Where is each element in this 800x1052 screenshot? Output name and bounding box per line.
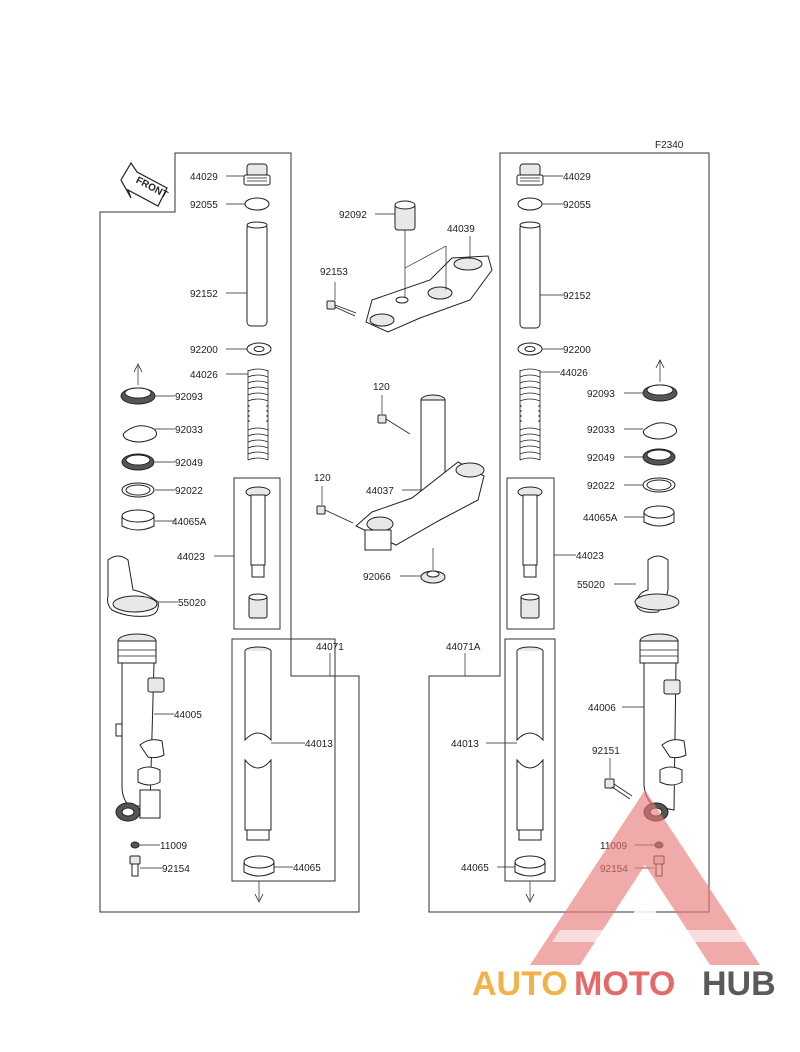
label-r-92055: 92055 xyxy=(563,200,591,211)
right-collar-92152 xyxy=(519,221,541,329)
left-inner-tube-44013 xyxy=(244,646,272,841)
label-l-92152: 92152 xyxy=(190,289,218,300)
left-box-44023 xyxy=(233,477,281,630)
left-spring-44026 xyxy=(247,368,269,461)
label-l-44071: 44071 xyxy=(316,642,344,653)
left-box-44071 xyxy=(231,638,336,882)
right-oil-seal-92049 xyxy=(642,448,676,466)
label-l-44029: 44029 xyxy=(190,172,218,183)
right-inner-tube-44013 xyxy=(516,646,544,841)
right-fork-frame xyxy=(428,152,710,913)
bolt-92153 xyxy=(326,300,357,317)
right-circlip-92033 xyxy=(642,422,678,440)
label-r-44065: 44065 xyxy=(461,863,489,874)
bolt-120-lower xyxy=(316,505,354,524)
left-bushing-44065A xyxy=(121,509,155,531)
label-c-44039: 44039 xyxy=(447,224,475,235)
left-oil-seal-92049 xyxy=(121,453,155,471)
label-l-55020: 55020 xyxy=(178,598,206,609)
label-r-92200: 92200 xyxy=(563,345,591,356)
left-oring-92055 xyxy=(244,197,270,211)
diagram-code: F2340 xyxy=(655,140,684,151)
label-c-120b: 120 xyxy=(314,473,331,484)
label-c-92066: 92066 xyxy=(363,572,391,583)
left-cap-bolt-44029 xyxy=(243,163,271,186)
label-l-44013: 44013 xyxy=(305,739,333,750)
watermark-text: AUTO MOTO HUB xyxy=(472,965,776,1003)
label-l-44065: 44065 xyxy=(293,863,321,874)
left-gasket-11009 xyxy=(130,841,140,849)
label-r-92152: 92152 xyxy=(563,291,591,302)
label-l-44065A: 44065A xyxy=(172,517,207,528)
label-c-92153: 92153 xyxy=(320,267,348,278)
collar-92092 xyxy=(394,200,416,231)
right-bushing-44065 xyxy=(514,855,546,877)
label-l-44026: 44026 xyxy=(190,370,218,381)
label-r-44013: 44013 xyxy=(451,739,479,750)
label-r-44006: 44006 xyxy=(588,703,616,714)
right-bushing-44065A xyxy=(643,505,675,527)
label-l-92049: 92049 xyxy=(175,458,203,469)
upper-bracket-44039 xyxy=(365,255,493,333)
label-r-92093: 92093 xyxy=(587,389,615,400)
label-l-92022: 92022 xyxy=(175,486,203,497)
right-box-44023 xyxy=(506,477,555,630)
label-l-44005: 44005 xyxy=(174,710,202,721)
label-r-92033: 92033 xyxy=(587,425,615,436)
watermark-logo xyxy=(530,790,760,965)
front-arrow-icon: FRONT xyxy=(120,161,169,207)
left-collar-92152 xyxy=(246,221,268,327)
left-bolt-92154 xyxy=(129,855,141,877)
label-l-11009: 11009 xyxy=(160,841,188,852)
label-r-44071A: 44071A xyxy=(446,642,481,653)
label-r-44023: 44023 xyxy=(576,551,604,562)
left-protector-55020 xyxy=(107,555,159,617)
left-seal-92093 xyxy=(120,387,156,405)
watermark-hub: HUB xyxy=(702,965,776,1003)
label-c-92092: 92092 xyxy=(339,210,367,221)
bolt-120-upper xyxy=(377,414,411,435)
label-l-92200: 92200 xyxy=(190,345,218,356)
label-r-92022: 92022 xyxy=(587,481,615,492)
stem-44037 xyxy=(355,394,485,551)
watermark-auto: AUTO xyxy=(472,965,568,1003)
right-outer-tube-44006 xyxy=(639,633,687,822)
label-l-92154: 92154 xyxy=(162,864,190,875)
right-cylinder-44023 xyxy=(517,486,543,619)
label-l-92093: 92093 xyxy=(175,392,203,403)
left-outer-tube-44005 xyxy=(115,633,165,822)
label-r-44065A: 44065A xyxy=(583,513,618,524)
label-c-120a: 120 xyxy=(373,382,390,393)
label-r-92151: 92151 xyxy=(592,746,620,757)
nut-92066 xyxy=(420,570,446,584)
left-cylinder-44023 xyxy=(245,486,271,619)
label-r-55020: 55020 xyxy=(577,580,605,591)
right-bolt-92151 xyxy=(604,778,633,800)
left-circlip-92033 xyxy=(122,425,158,443)
left-fork-frame xyxy=(99,152,360,913)
right-cap-bolt-44029 xyxy=(516,163,544,186)
right-spring-44026 xyxy=(519,368,541,461)
watermark-moto: MOTO xyxy=(574,965,675,1003)
label-r-44029: 44029 xyxy=(563,172,591,183)
label-c-44037: 44037 xyxy=(366,486,394,497)
label-l-92055: 92055 xyxy=(190,200,218,211)
label-r-92049: 92049 xyxy=(587,453,615,464)
right-oring-92055 xyxy=(517,197,543,211)
right-seal-92093 xyxy=(642,384,678,402)
label-l-44023: 44023 xyxy=(177,552,205,563)
label-r-44026: 44026 xyxy=(560,368,588,379)
left-bushing-44065 xyxy=(243,855,275,877)
right-protector-55020 xyxy=(634,555,680,613)
label-l-92033: 92033 xyxy=(175,425,203,436)
